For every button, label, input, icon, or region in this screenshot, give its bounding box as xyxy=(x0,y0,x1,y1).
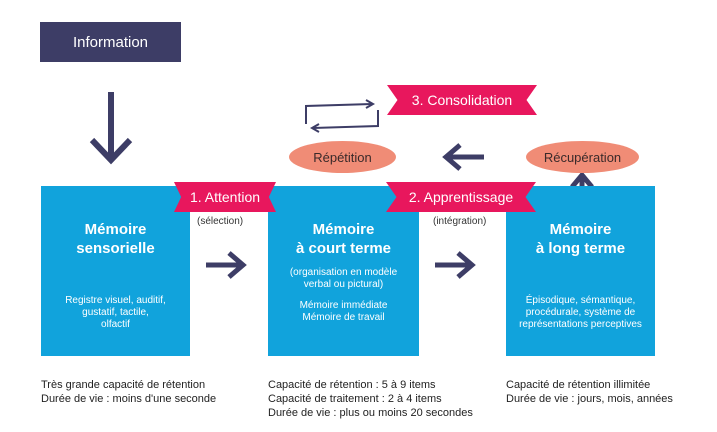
apprentissage-label: 2. Apprentissage xyxy=(408,189,514,205)
selection-label: (sélection) xyxy=(197,216,244,227)
caption-line: Durée de vie : jours, mois, années xyxy=(506,393,673,405)
memory-detail: gustatif, tactile, xyxy=(82,307,149,318)
memory-detail: Mémoire immédiate xyxy=(299,300,388,311)
memory-title: Mémoire xyxy=(312,221,375,238)
right-arrow-icon xyxy=(206,251,247,279)
caption-sensorielle: Très grande capacité de rétention Durée … xyxy=(41,378,216,406)
memory-detail: Mémoire de travail xyxy=(302,312,385,323)
memory-title: Mémoire xyxy=(84,221,147,238)
caption-long-terme: Capacité de rétention illimitée Durée de… xyxy=(506,378,673,406)
consolidation-label: 3. Consolidation xyxy=(411,92,513,108)
caption-line: Capacité de rétention illimitée xyxy=(506,379,651,391)
recuperation-label: Récupération xyxy=(543,149,622,165)
apprentissage-ribbon: 2. Apprentissage xyxy=(386,182,536,212)
memory-detail: olfactif xyxy=(101,319,130,330)
caption-line: Durée de vie : moins d'une seconde xyxy=(41,393,217,405)
memory-title: à court terme xyxy=(295,240,392,257)
memory-title: Mémoire xyxy=(549,221,612,238)
memory-detail: Registre visuel, auditif, xyxy=(65,295,166,306)
consolidation-ribbon: 3. Consolidation xyxy=(387,85,537,115)
attention-ribbon: 1. Attention xyxy=(174,182,276,212)
memory-detail: procédurale, système de xyxy=(525,307,636,318)
integration-label: (intégration) xyxy=(433,216,487,227)
memory-note: (organisation en modèle xyxy=(289,267,398,278)
right-arrow-icon xyxy=(435,251,476,279)
memory-box-court-terme: Mémoire à court terme (organisation en m… xyxy=(268,186,419,356)
repetition-label: Répétition xyxy=(313,149,372,165)
memory-detail: représentations perceptives xyxy=(519,319,642,330)
repetition-oval: Répétition xyxy=(289,141,396,173)
memory-note: verbal ou pictural) xyxy=(303,279,384,290)
memory-detail: Épisodique, sémantique, xyxy=(525,295,636,306)
recuperation-oval: Récupération xyxy=(526,141,639,173)
memory-box-sensorielle: Mémoire sensorielle Registre visuel, aud… xyxy=(41,186,190,356)
caption-court-terme: Capacité de rétention : 5 à 9 items Capa… xyxy=(268,378,473,420)
memory-box-long-terme: Mémoire à long terme Épisodique, sémanti… xyxy=(506,186,655,356)
information-box: Information xyxy=(40,22,181,62)
caption-line: Capacité de rétention : 5 à 9 items xyxy=(268,379,436,391)
caption-line: Très grande capacité de rétention xyxy=(41,379,206,391)
down-arrow-icon xyxy=(89,92,133,165)
attention-label: 1. Attention xyxy=(189,189,261,205)
memory-title: sensorielle xyxy=(76,240,155,257)
caption-line: Capacité de traitement : 2 à 4 items xyxy=(268,393,442,405)
left-arrow-icon xyxy=(442,143,484,171)
memory-title: à long terme xyxy=(535,240,626,257)
cycle-arrows-icon xyxy=(305,99,379,133)
information-label: Information xyxy=(72,33,149,51)
caption-line: Durée de vie : plus ou moins 20 secondes xyxy=(268,407,473,419)
